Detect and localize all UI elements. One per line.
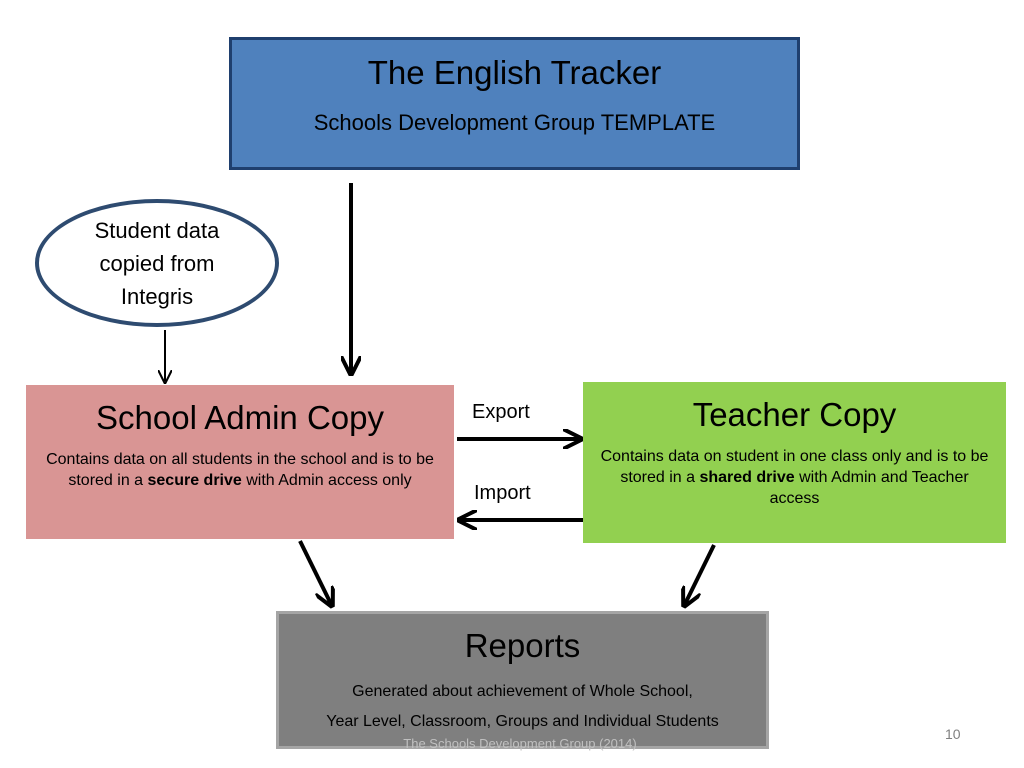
admin-copy-title: School Admin Copy xyxy=(96,399,384,436)
template-title: The English Tracker xyxy=(367,54,662,91)
admin-copy-description: Contains data on all students in the sch… xyxy=(46,451,434,489)
teacher-copy-bold: shared drive xyxy=(699,469,795,486)
page-number: 10 xyxy=(945,726,961,742)
reports-box: Reports Generated about achievement of W… xyxy=(276,611,769,749)
template-subtitle: Schools Development Group TEMPLATE xyxy=(313,110,716,135)
reports-description: Generated about achievement of Whole Sch… xyxy=(326,683,719,730)
arrow-admin-to-reports xyxy=(298,540,331,604)
teacher-copy-description: Contains data on student in one class on… xyxy=(600,448,989,507)
footer-text: The Schools Development Group (2014) xyxy=(403,736,637,751)
teacher-copy-box: Teacher Copy Contains data on student in… xyxy=(583,382,1006,543)
arrow-teacher-to-reports xyxy=(685,544,716,604)
template-box: The English Tracker Schools Development … xyxy=(229,37,800,170)
admin-copy-box: School Admin Copy Contains data on all s… xyxy=(26,385,454,539)
export-label: Export xyxy=(472,401,530,423)
reports-title: Reports xyxy=(464,627,581,664)
source-oval-text: Student data copied from Integris xyxy=(94,217,220,309)
teacher-copy-title: Teacher Copy xyxy=(692,396,897,433)
admin-copy-bold: secure drive xyxy=(147,472,242,489)
import-label: Import xyxy=(474,482,531,504)
source-oval: Student data copied from Integris xyxy=(35,199,279,327)
